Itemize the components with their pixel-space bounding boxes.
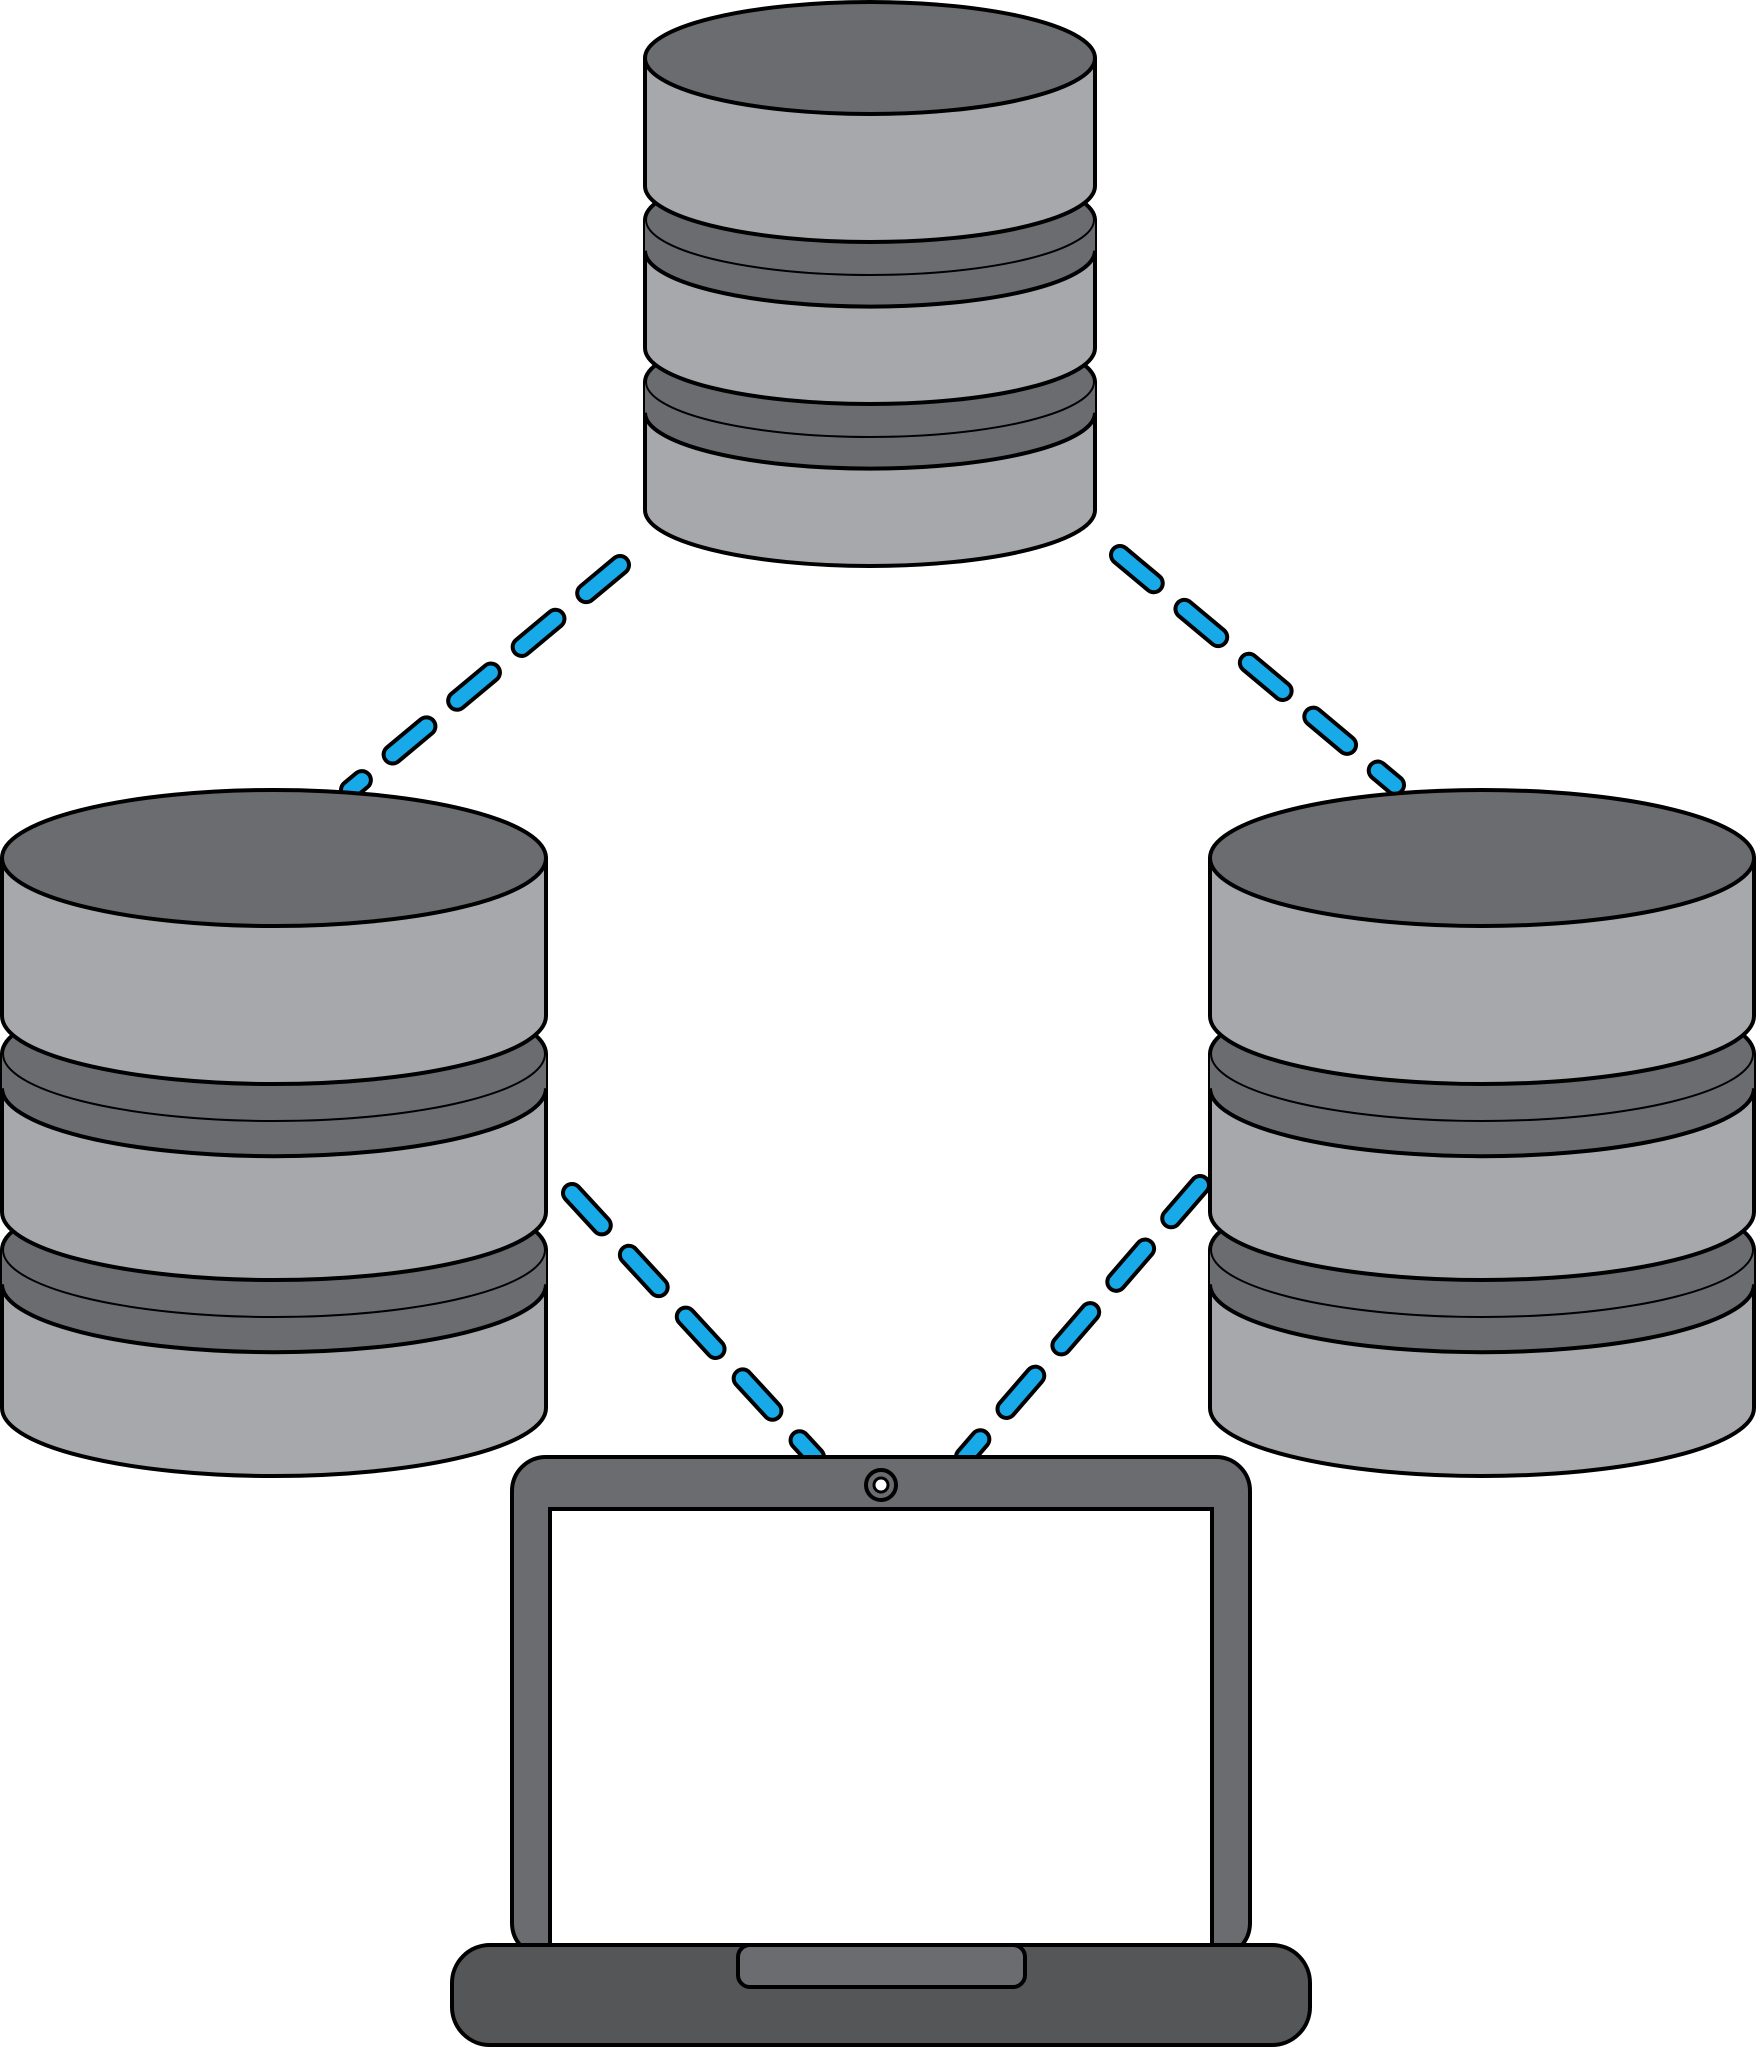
database-icon-db-right [1208, 788, 1756, 1478]
connector-db-top-to-db-right [1109, 544, 1406, 796]
database-icon-db-top [643, 0, 1097, 568]
connector-db-top-to-db-left [339, 554, 631, 801]
database-disk [1208, 788, 1756, 1086]
database-icon-db-left [0, 788, 548, 1478]
connector-db-right-to-laptop [954, 1174, 1211, 1468]
laptop-screen [548, 1507, 1214, 1971]
database-disk [643, 0, 1097, 244]
connections [339, 544, 1406, 1468]
laptop-icon [450, 1455, 1312, 2047]
database-disk [0, 788, 548, 1086]
trackpad [736, 1943, 1027, 1989]
connector-db-left-to-laptop [561, 1182, 826, 1468]
